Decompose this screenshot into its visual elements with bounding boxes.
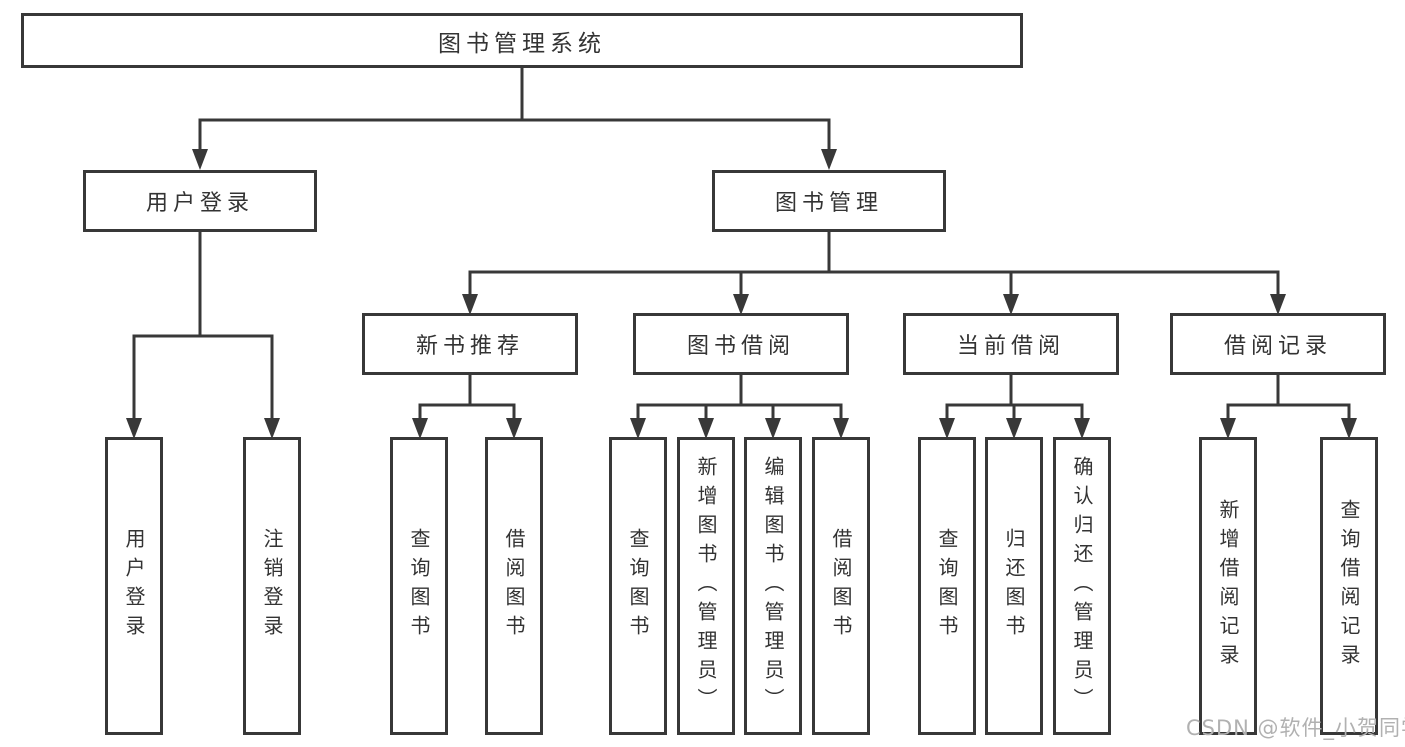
leaf-query-borrow-record: 查询借阅记录	[1320, 437, 1378, 735]
leaf-add-book-admin: 新增图书（管理员）	[677, 437, 735, 735]
leaf-add-borrow-record-label: 新增借阅记录	[1216, 499, 1240, 673]
node-user-login: 用户登录	[83, 170, 317, 232]
node-current-borrowing-label: 当前借阅	[956, 334, 1065, 359]
leaf-query-books-current-label: 查询图书	[935, 528, 959, 644]
leaf-user-login-label: 用户登录	[122, 528, 146, 644]
leaf-add-borrow-record: 新增借阅记录	[1199, 437, 1257, 735]
node-user-login-label: 用户登录	[145, 191, 254, 216]
leaf-query-books-recommend-label: 查询图书	[407, 528, 431, 644]
leaf-query-books-recommend: 查询图书	[390, 437, 448, 735]
leaf-query-books-borrowing-label: 查询图书	[626, 528, 650, 644]
node-borrowing-records-label: 借阅记录	[1223, 334, 1332, 359]
leaf-query-borrow-record-label: 查询借阅记录	[1337, 499, 1361, 673]
node-library-management-system-label: 图书管理系统	[438, 30, 606, 57]
leaf-borrow-books-borrowing-label: 借阅图书	[829, 528, 853, 644]
node-library-management-system: 图书管理系统	[21, 13, 1023, 68]
leaf-confirm-return-admin-label: 确认归还（管理员）	[1070, 455, 1094, 717]
node-new-book-recommendation-label: 新书推荐	[415, 334, 524, 359]
tree-edges	[132, 68, 1351, 420]
leaf-edit-book-admin-label: 编辑图书（管理员）	[761, 455, 785, 717]
leaf-edit-book-admin: 编辑图书（管理员）	[744, 437, 802, 735]
node-book-borrowing: 图书借阅	[633, 313, 849, 375]
leaf-logout: 注销登录	[243, 437, 301, 735]
node-book-management-label: 图书管理	[774, 191, 883, 216]
leaf-borrow-books-borrowing: 借阅图书	[812, 437, 870, 735]
leaf-add-book-admin-label: 新增图书（管理员）	[694, 455, 718, 717]
leaf-borrow-books-recommend-label: 借阅图书	[502, 528, 526, 644]
csdn-watermark: CSDN @软件_小贺同学	[1186, 716, 1405, 740]
leaf-confirm-return-admin: 确认归还（管理员）	[1053, 437, 1111, 735]
leaf-query-books-current: 查询图书	[918, 437, 976, 735]
arrowheads	[126, 149, 1357, 439]
node-current-borrowing: 当前借阅	[903, 313, 1119, 375]
node-borrowing-records: 借阅记录	[1170, 313, 1386, 375]
node-book-management: 图书管理	[712, 170, 946, 232]
leaf-return-books: 归还图书	[985, 437, 1043, 735]
leaf-logout-label: 注销登录	[260, 528, 284, 644]
leaf-query-books-borrowing: 查询图书	[609, 437, 667, 735]
leaf-return-books-label: 归还图书	[1002, 528, 1026, 644]
leaf-user-login: 用户登录	[105, 437, 163, 735]
node-book-borrowing-label: 图书借阅	[686, 334, 795, 359]
leaf-borrow-books-recommend: 借阅图书	[485, 437, 543, 735]
node-new-book-recommendation: 新书推荐	[362, 313, 578, 375]
